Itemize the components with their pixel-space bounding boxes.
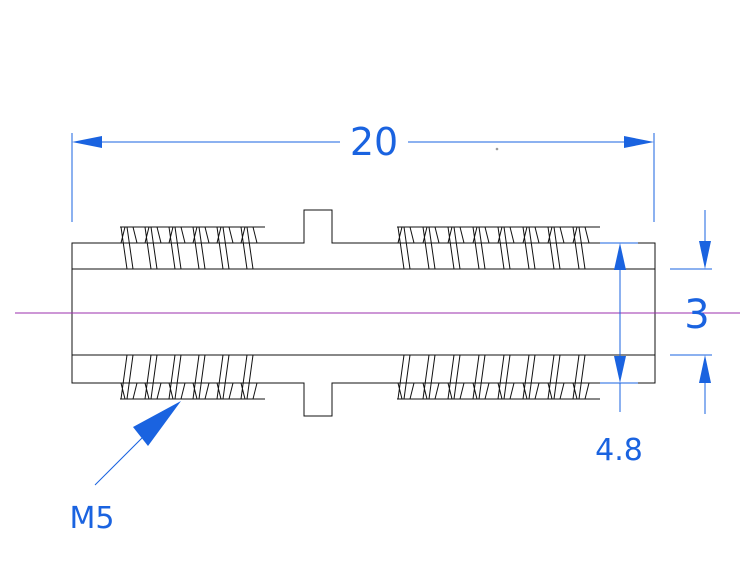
thread-crest-top: [472, 226, 490, 270]
thread-crest-bottom: [447, 354, 465, 400]
thread-crest-top: [422, 226, 440, 270]
body-outline: [71, 209, 656, 417]
thread-crest-bottom: [422, 354, 440, 400]
thread-crest-bottom: [168, 354, 186, 400]
arrow-right-icon: [624, 136, 654, 148]
thread-crests: [120, 226, 590, 400]
thread-crest-bottom: [522, 354, 540, 400]
bore-arrow-top-icon: [699, 241, 711, 269]
thread-crest-top: [240, 226, 258, 270]
length-label: 20: [350, 120, 398, 164]
arrow-left-icon: [72, 136, 102, 148]
thread-crest-top: [572, 226, 590, 270]
thread-callout: M5: [70, 401, 181, 536]
thread-crest-top: [192, 226, 210, 270]
thread-crest-top: [522, 226, 540, 270]
thread-crest-top: [547, 226, 565, 270]
length-dimension: 20: [71, 120, 655, 222]
thread-crest-top: [447, 226, 465, 270]
thread-crest-bottom: [120, 354, 138, 400]
thread-crest-top: [497, 226, 515, 270]
thread-crest-top: [168, 226, 186, 270]
part-outline: [71, 209, 656, 417]
bore-arrow-bottom-icon: [699, 355, 711, 383]
outer-dimension: 4.8: [595, 242, 643, 468]
thread-crest-bottom: [472, 354, 490, 400]
thread-crest-top: [216, 226, 234, 270]
thread-crest-bottom: [216, 354, 234, 400]
stray-dot: [495, 147, 499, 151]
thread-crest-bottom: [497, 354, 515, 400]
thread-crest-bottom: [572, 354, 590, 400]
bore-label: 3: [684, 292, 709, 338]
thread-crest-top: [144, 226, 162, 270]
thread-crest-bottom: [547, 354, 565, 400]
thread-crest-top: [120, 226, 138, 270]
outer-arrow-top-icon: [614, 243, 626, 270]
bore-dimension: 3: [670, 210, 712, 414]
thread-crest-top: [397, 226, 415, 270]
leader-arrow-icon: [133, 401, 181, 446]
outer-label: 4.8: [595, 433, 643, 468]
thread-crest-bottom: [192, 354, 210, 400]
outer-arrow-bottom-icon: [614, 356, 626, 383]
thread-crest-bottom: [397, 354, 415, 400]
leader-line: [94, 429, 151, 486]
dimensions: 20 3 4.8 M5: [70, 120, 712, 536]
thread-label: M5: [70, 501, 115, 536]
thread-crest-bottom: [144, 354, 162, 400]
thread-crest-bottom: [240, 354, 258, 400]
